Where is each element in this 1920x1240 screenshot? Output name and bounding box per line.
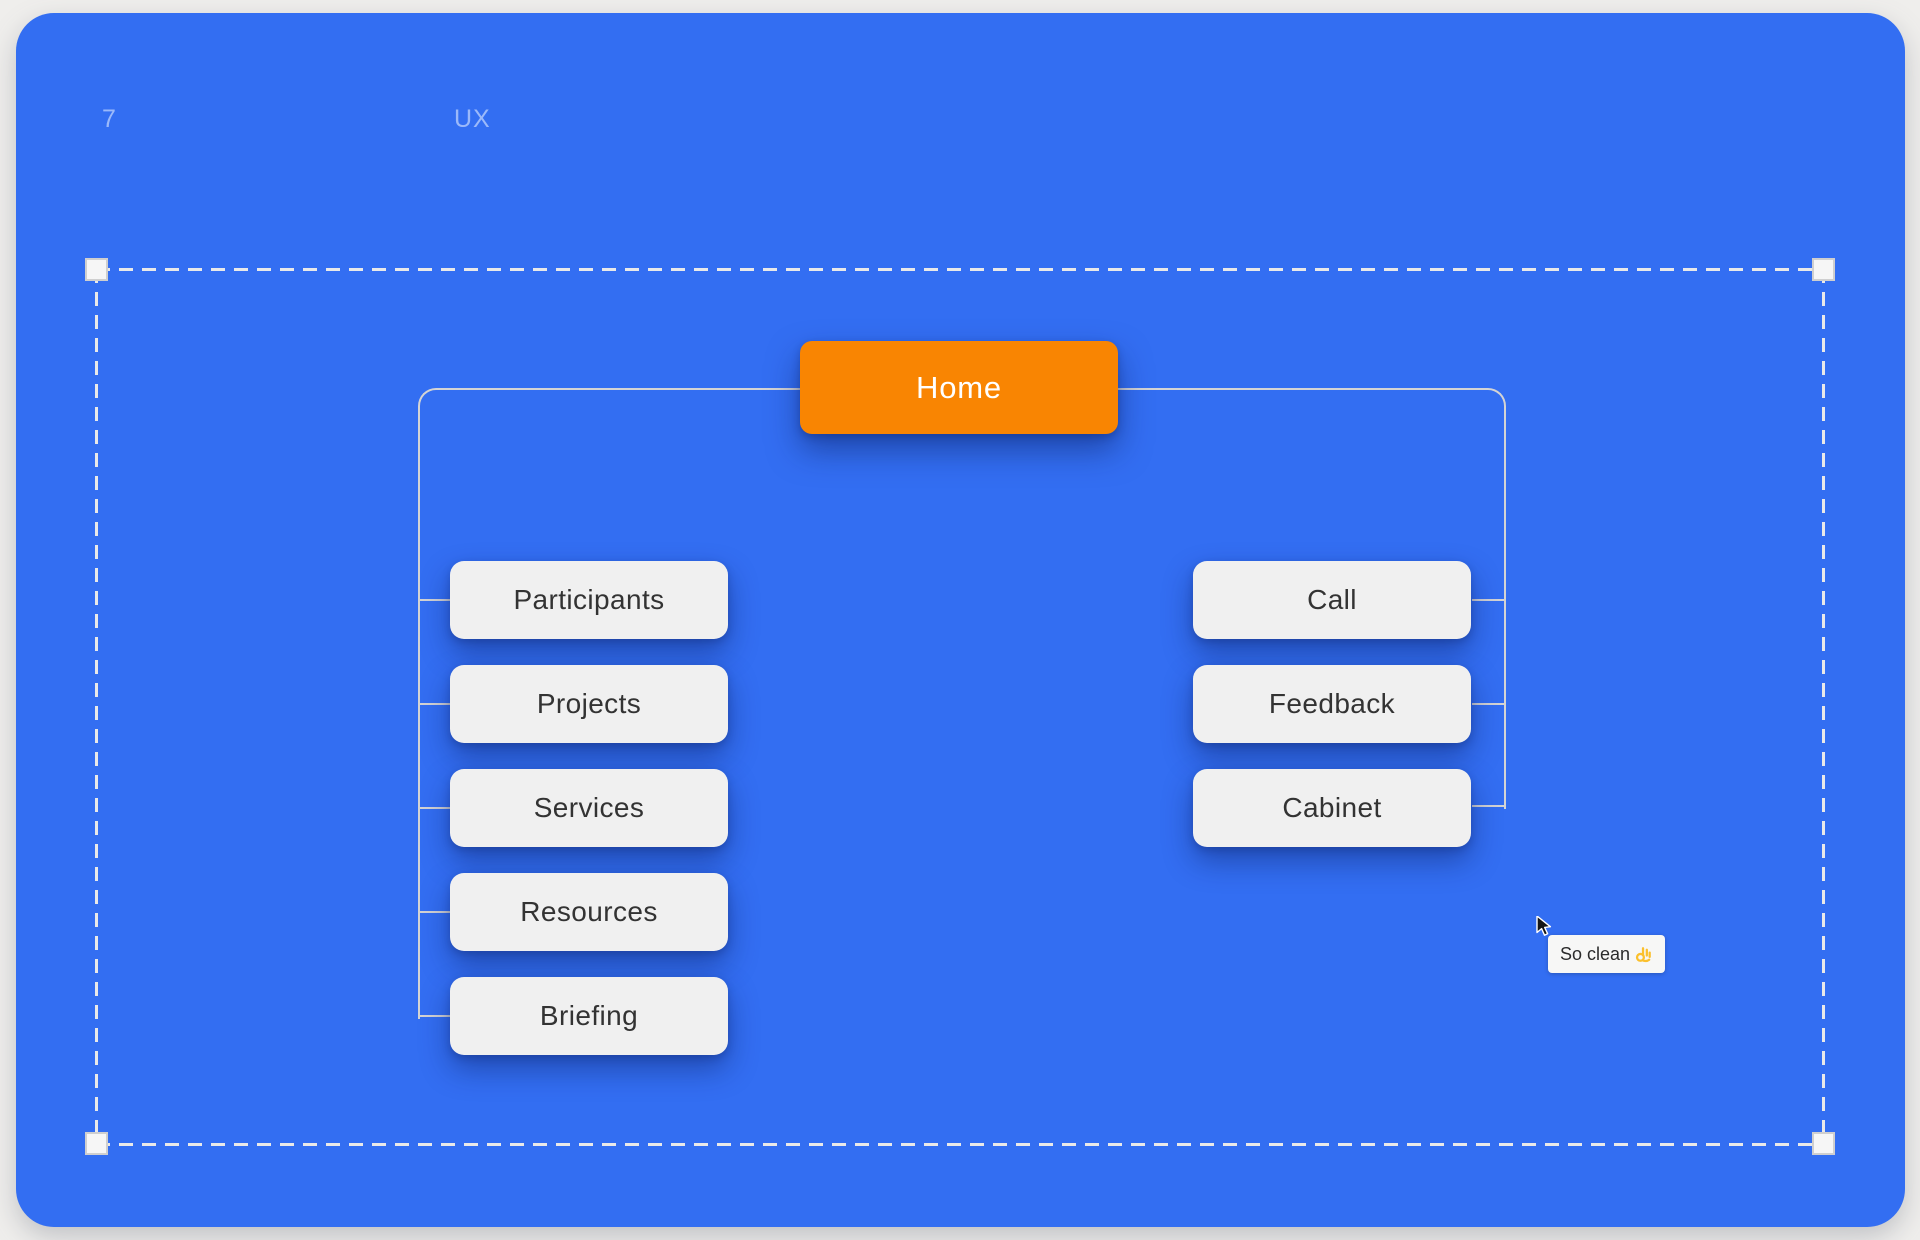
cursor-label: So clean (1548, 935, 1666, 973)
selection-edge-bottom (96, 1143, 1824, 1146)
selection-edge-left (95, 269, 98, 1144)
node-label: Home (916, 369, 1002, 405)
connector-stub (418, 1015, 450, 1017)
sitemap-node-services[interactable]: Services (450, 769, 728, 847)
node-label: Resources (520, 896, 658, 927)
selection-handle-top-left[interactable] (85, 258, 108, 281)
selection-handle-bottom-right[interactable] (1812, 1132, 1835, 1155)
remote-cursor: So clean (1536, 916, 1666, 973)
sitemap-node-feedback[interactable]: Feedback (1193, 665, 1471, 743)
node-label: Feedback (1268, 688, 1396, 719)
connector-stub (1472, 703, 1504, 705)
sitemap-node-participants[interactable]: Participants (450, 561, 728, 639)
sitemap-node-projects[interactable]: Projects (450, 665, 728, 743)
connector-stub (418, 703, 450, 705)
selection-edge-top (96, 268, 1824, 271)
page-title: UX (454, 105, 491, 133)
connector-stub (1472, 805, 1504, 807)
connector-stub (418, 599, 450, 601)
node-label: Call (1307, 584, 1357, 615)
connector-stub (1472, 599, 1504, 601)
sitemap-node-cabinet[interactable]: Cabinet (1193, 769, 1471, 847)
sitemap-node-briefing[interactable]: Briefing (450, 977, 728, 1055)
sitemap-node-call[interactable]: Call (1193, 561, 1471, 639)
node-label: Services (533, 792, 645, 823)
design-canvas[interactable]: 7 UX Home Participants (16, 13, 1905, 1227)
selection-handle-top-right[interactable] (1812, 258, 1835, 281)
node-label: Projects (536, 688, 642, 719)
connector-stub (418, 911, 450, 913)
node-label: Cabinet (1282, 792, 1382, 823)
sitemap-node-resources[interactable]: Resources (450, 873, 728, 951)
ok-hand-emoji (1635, 946, 1651, 962)
node-label: Participants (513, 584, 665, 615)
connector-right-branch (1118, 388, 1506, 809)
cursor-arrow-icon (1536, 916, 1552, 936)
page-number: 7 (102, 105, 117, 133)
selection-handle-bottom-left[interactable] (85, 1132, 108, 1155)
node-label: Briefing (539, 1000, 639, 1031)
selection-edge-right (1822, 269, 1825, 1144)
sitemap-node-home[interactable]: Home (800, 341, 1118, 434)
connector-stub (418, 807, 450, 809)
cursor-label-text: So clean (1560, 943, 1631, 964)
